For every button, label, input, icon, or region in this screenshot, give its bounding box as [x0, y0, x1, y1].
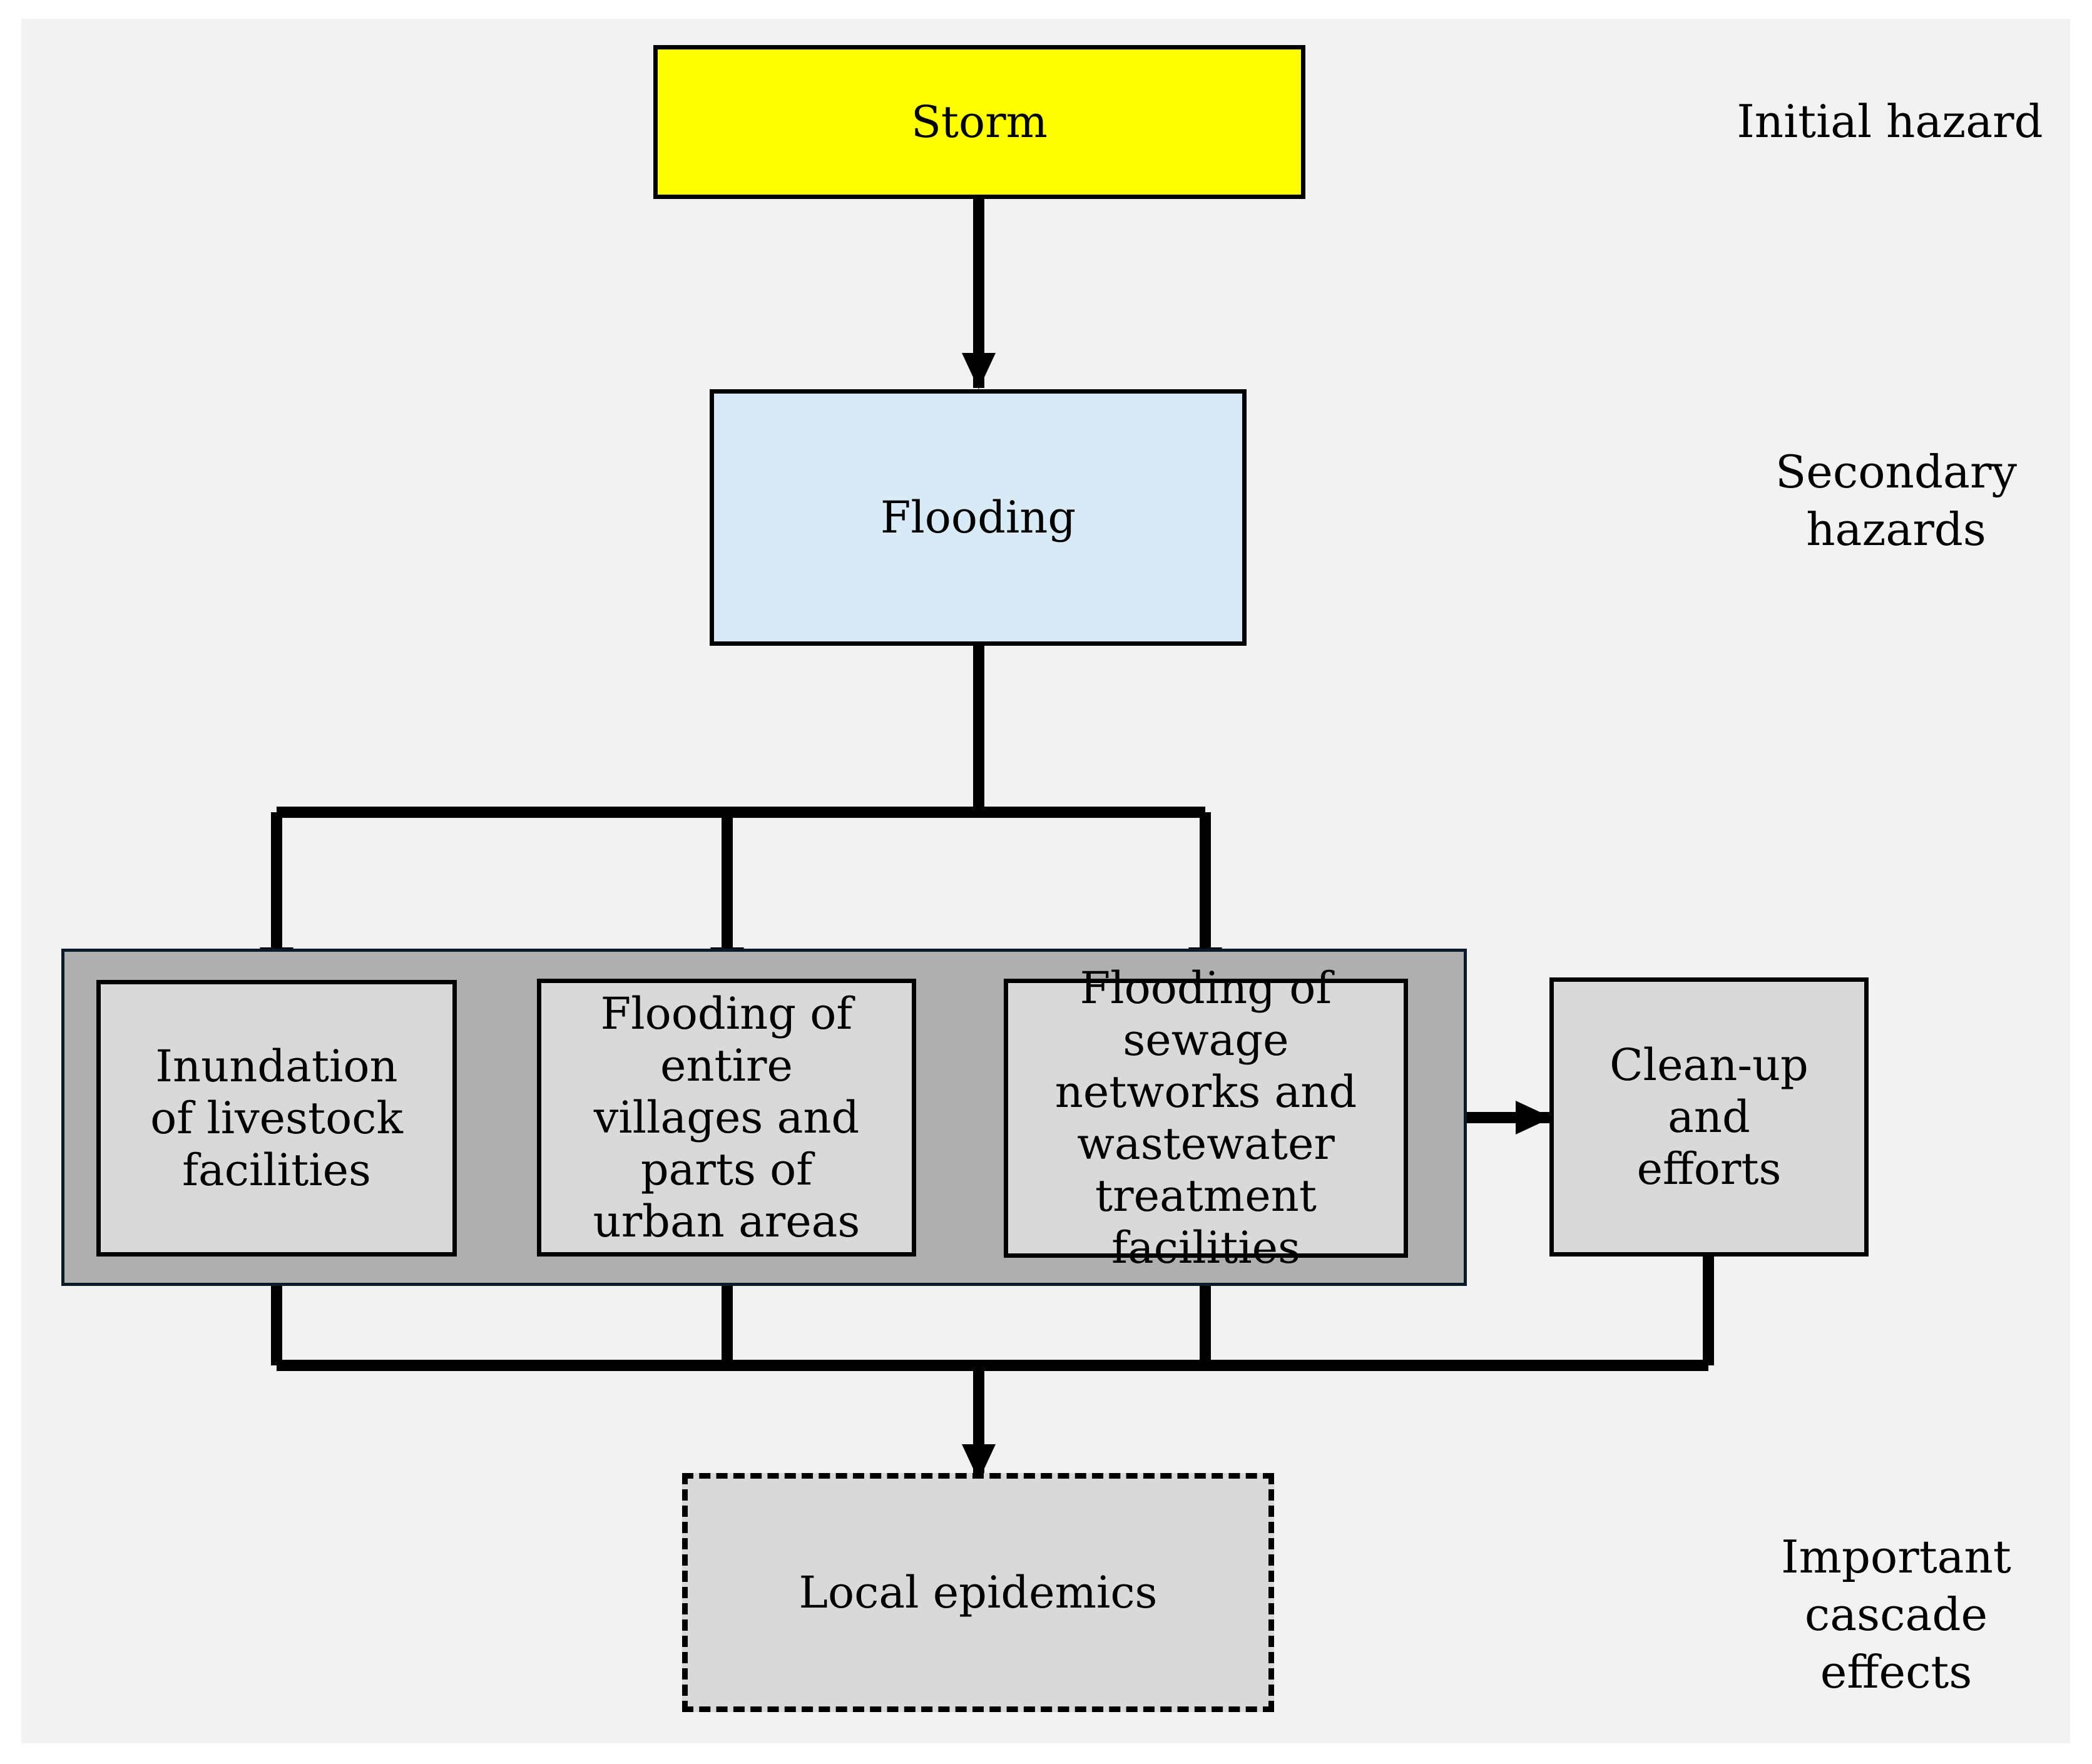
sewage-label: Flooding of sewage networks and wastewat…	[1054, 962, 1357, 1273]
flooding-label: Flooding	[880, 491, 1076, 543]
cleanup-label: Clean-up and efforts	[1610, 1039, 1809, 1195]
sewage-node: Flooding of sewage networks and wastewat…	[1004, 962, 1408, 1273]
flooding-node: Flooding	[710, 389, 1247, 646]
epidemics-label: Local epidemics	[799, 1566, 1158, 1618]
storm-node: Storm	[653, 45, 1305, 199]
level-cascade-effects: Important cascade effects	[1781, 1531, 2011, 1698]
livestock-label: Inundation of livestock facilities	[150, 1040, 403, 1196]
level-secondary-hazards: Secondary hazards	[1775, 446, 2018, 556]
epidemics-node: Local epidemics	[682, 1473, 1274, 1712]
level-initial-hazard: Initial hazard	[1737, 95, 2043, 148]
livestock-node: Inundation of livestock facilities	[96, 980, 457, 1257]
villages-label: Flooding of entire villages and parts of…	[593, 987, 860, 1247]
diagram-canvas	[21, 19, 2070, 1743]
villages-node: Flooding of entire villages and parts of…	[537, 979, 916, 1257]
cleanup-node: Clean-up and efforts	[1549, 977, 1869, 1257]
storm-label: Storm	[911, 96, 1048, 148]
